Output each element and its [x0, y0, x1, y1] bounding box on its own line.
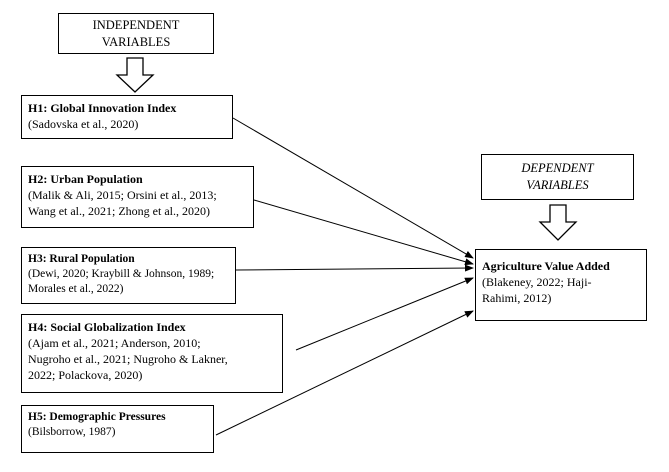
dependent-down-arrow-icon — [538, 204, 578, 241]
dependent-title: Agriculture Value Added — [482, 259, 610, 273]
h3-cite-line1: (Dewi, 2020; Kraybill & Johnson, 1989; — [28, 268, 215, 280]
agriculture-value-added-box: Agriculture Value Added (Blakeney, 2022;… — [475, 249, 647, 321]
arrow-h4 — [295, 277, 474, 351]
h4-title: H4: Social Globalization Index — [28, 320, 186, 334]
independent-label-line1: INDEPENDENT — [92, 18, 180, 32]
h3-box: H3: Rural Population (Dewi, 2020; Kraybi… — [21, 247, 236, 304]
h1-box: H1: Global Innovation Index (Sadovska et… — [21, 95, 233, 139]
h2-cite-line2: Wang et al., 2021; Zhong et al., 2020) — [28, 204, 210, 218]
h4-cite-line3: 2022; Polackova, 2020) — [28, 368, 143, 382]
h4-box: H4: Social Globalization Index (Ajam et … — [21, 314, 283, 393]
dependent-variables-header: DEPENDENT VARIABLES — [481, 154, 634, 200]
dependent-label-line1: DEPENDENT — [521, 161, 594, 175]
independent-label-line2: VARIABLES — [101, 35, 171, 49]
arrow-h1 — [232, 117, 474, 259]
arrow-h5 — [215, 310, 474, 436]
h5-cite: (Bilsborrow, 1987) — [28, 426, 116, 438]
h1-title: H1: Global Innovation Index — [28, 101, 177, 115]
h2-cite-line1: (Malik & Ali, 2015; Orsini et al., 2013; — [28, 188, 217, 202]
independent-variables-header: INDEPENDENT VARIABLES — [58, 13, 214, 54]
dependent-label-line2: VARIABLES — [526, 178, 589, 192]
h5-title: H5: Demographic Pressures — [28, 411, 166, 423]
h2-title: H2: Urban Population — [28, 172, 143, 186]
independent-down-arrow-icon — [115, 57, 155, 93]
h4-cite-line2: Nugroho et al., 2021; Nugroho & Lakner, — [28, 352, 228, 366]
h1-cite: (Sadovska et al., 2020) — [28, 117, 139, 131]
dependent-cite-line1: (Blakeney, 2022; Haji- — [482, 275, 592, 289]
h5-box: H5: Demographic Pressures (Bilsborrow, 1… — [21, 405, 214, 453]
h2-box: H2: Urban Population (Malik & Ali, 2015;… — [21, 166, 254, 228]
arrow-h2 — [253, 199, 474, 266]
dependent-cite-line2: Rahimi, 2012) — [482, 291, 552, 305]
h4-cite-line1: (Ajam et al., 2021; Anderson, 2010; — [28, 336, 201, 350]
h3-title: H3: Rural Population — [28, 253, 135, 265]
h3-cite-line2: Morales et al., 2022) — [28, 283, 124, 295]
arrow-h3 — [235, 264, 474, 272]
